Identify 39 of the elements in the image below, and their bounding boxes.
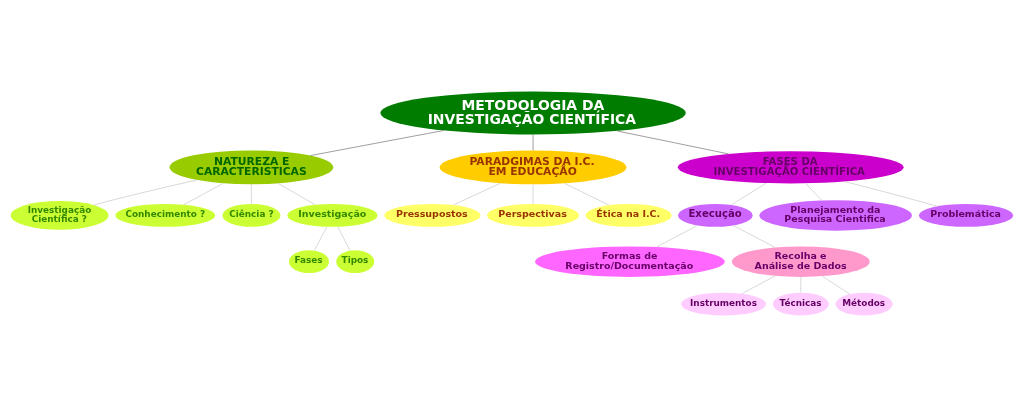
connector xyxy=(730,182,767,206)
connector xyxy=(805,183,823,201)
connector xyxy=(532,134,534,151)
node-ellipse: Técnicas xyxy=(772,292,829,316)
connector xyxy=(616,130,729,155)
connector xyxy=(314,226,328,251)
connector xyxy=(821,275,851,295)
node-ellipse: Pressupostos xyxy=(384,204,481,227)
connector xyxy=(183,183,224,206)
connector xyxy=(741,275,776,295)
connector xyxy=(732,225,776,248)
node-ellipse: Tipos xyxy=(336,250,375,274)
node-ellipse: Ética na I.C. xyxy=(585,204,672,227)
node-ellipse: Problemática xyxy=(918,204,1014,227)
node-ellipse: Conhecimento ? xyxy=(115,204,216,227)
node-ellipse: Investigação Científica ? xyxy=(10,201,109,230)
node-ellipse: Investigação xyxy=(287,204,378,227)
connector xyxy=(251,184,252,205)
connector xyxy=(93,179,198,206)
connector xyxy=(337,226,351,251)
node-ellipse: Perspectivas xyxy=(487,204,580,227)
connector xyxy=(844,181,938,207)
node-ellipse: METODOLOGIA DA INVESTIGAÇÃO CIENTÍFICA xyxy=(380,91,686,135)
node-ellipse: NATUREZA E CARACTERISTICAS xyxy=(169,150,334,185)
connector xyxy=(277,183,316,206)
node-ellipse: Execução xyxy=(678,204,753,227)
connector xyxy=(656,225,698,248)
connector xyxy=(564,183,610,206)
node-ellipse: Recolha e Análise de Dados xyxy=(731,246,870,277)
connector xyxy=(310,130,445,156)
node-ellipse: Métodos xyxy=(835,292,893,316)
node-ellipse: FASES DA INVESTIGAÇÃO CIENTÍFICA xyxy=(677,151,904,184)
node-ellipse: Ciência ? xyxy=(222,204,281,227)
node-ellipse: Instrumentos xyxy=(681,292,767,316)
node-ellipse: Formas de Registro/Documentação xyxy=(535,246,725,277)
connector xyxy=(453,182,501,206)
node-ellipse: Planejamento da Pesquisa Cientifica xyxy=(759,200,912,231)
node-ellipse: Fases xyxy=(289,250,329,274)
node-ellipse: PARADGIMAS DA I.C. EM EDUCAÇÃO xyxy=(439,150,627,185)
